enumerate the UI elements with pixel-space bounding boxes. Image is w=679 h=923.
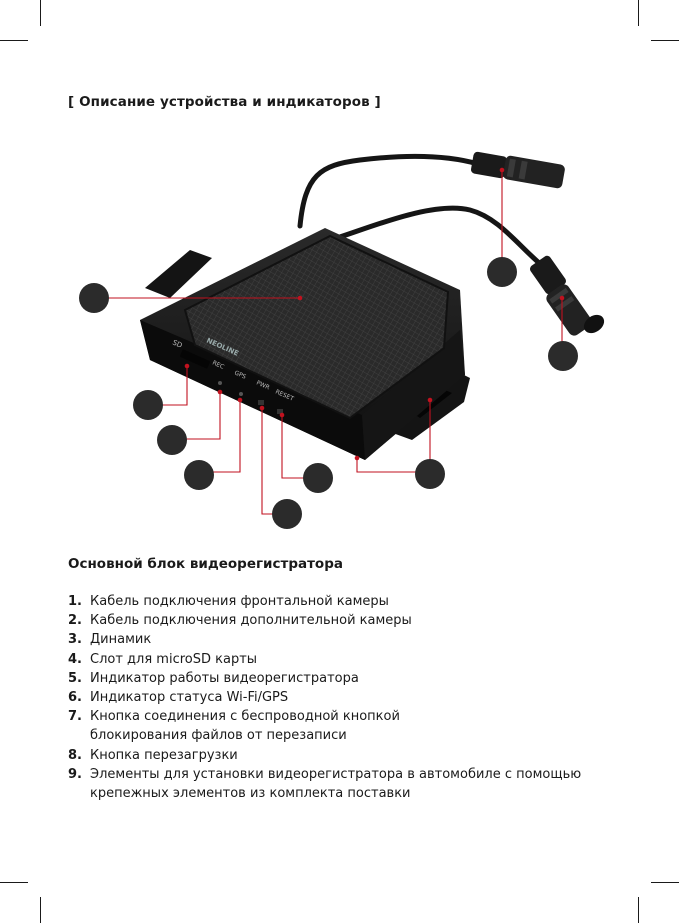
list-item-text: Кабель подключения фронтальной камеры (90, 594, 389, 609)
mount-tab-left (145, 250, 212, 298)
crop-mark (40, 897, 41, 923)
crop-mark (0, 40, 28, 41)
list-item-number: 5. (68, 670, 82, 686)
list-item-text: Кнопка перезагрузки (90, 747, 238, 763)
list-item-text: Индикатор работы видеорегистратора (90, 670, 359, 686)
crop-mark (40, 0, 41, 26)
rec-led (218, 381, 222, 385)
list-item-text: Кабель подключения дополнительной камеры (90, 613, 412, 629)
indicator-label-gps: GPS (233, 369, 247, 380)
list-item: 7. Кнопка соединения с беспроводной кнопк… (68, 707, 420, 745)
marker-7 (272, 499, 302, 529)
marker-9 (415, 459, 445, 489)
list-item: 6. Индикатор статуса Wi-Fi/GPS (68, 688, 648, 707)
callout-dots (184, 167, 565, 461)
slot-label: SD (171, 339, 183, 350)
pwr-button (258, 400, 264, 405)
list-item-number: 9. (68, 766, 82, 782)
crop-mark (651, 882, 679, 883)
marker-2 (548, 341, 578, 371)
list-item: 5. Индикатор работы видеорегистратора (68, 669, 648, 688)
crop-mark (0, 882, 28, 883)
gps-led (239, 392, 243, 396)
main-block-title: Основной блок видеорегистратора (68, 556, 343, 572)
crop-mark (651, 40, 679, 41)
list-item-number: 3. (68, 632, 82, 648)
marker-6 (184, 460, 214, 490)
microsd-slot (179, 349, 211, 369)
section-title: [ Описание устройства и индикаторов ] (68, 94, 381, 110)
marker-3 (79, 283, 109, 313)
crop-mark (638, 0, 639, 26)
component-list: 1.Кабель подключения фронтальной камеры … (68, 592, 648, 803)
indicator-label-pwr: PWR (255, 379, 270, 391)
callout-markers (79, 257, 578, 529)
marker-5 (157, 425, 187, 455)
list-item-number: 4. (68, 651, 82, 667)
list-item: 8. Кнопка перезагрузки (68, 746, 648, 765)
marker-1 (487, 257, 517, 287)
reset-button (277, 409, 283, 414)
list-item-text: Слот для microSD карты (90, 651, 258, 667)
list-item-text: Индикатор статуса Wi-Fi/GPS (90, 690, 289, 706)
list-item-number: 1. (68, 594, 82, 609)
rear-camera-connector (529, 255, 605, 336)
front-camera-cable (297, 154, 481, 229)
list-item: 9. Элементы для установки видеорегистрато… (68, 765, 615, 803)
front-camera-connector (470, 151, 565, 189)
list-item-text: Кнопка соединения с беспроводной кнопкой… (90, 709, 400, 744)
rear-camera-cable (327, 205, 548, 271)
indicator-label-rec: REC (211, 359, 225, 370)
list-item-text: Элементы для установки видеорегистратора… (90, 766, 582, 802)
device-illustration: SD NEOLINE REC GPS PWR RESET (79, 151, 605, 529)
crop-mark (638, 897, 639, 923)
marker-8 (303, 463, 333, 493)
list-item: 4. Слот для microSD карты (68, 650, 648, 669)
list-item: 2. Кабель подключения дополнительной каме… (68, 611, 648, 630)
marker-4 (133, 390, 163, 420)
list-item: 1. Кабель подключения фронтальной камеры (68, 592, 648, 611)
list-item-number: 2. (68, 613, 82, 629)
device-figure: SD NEOLINE REC GPS PWR RESET (0, 120, 679, 540)
list-item-number: 8. (68, 747, 82, 763)
list-item-number: 7. (68, 709, 82, 725)
speaker-grille (185, 236, 448, 418)
list-item: 3. Динамик (68, 630, 648, 649)
list-item-number: 6. (68, 690, 82, 706)
list-item-text: Динамик (90, 632, 152, 648)
